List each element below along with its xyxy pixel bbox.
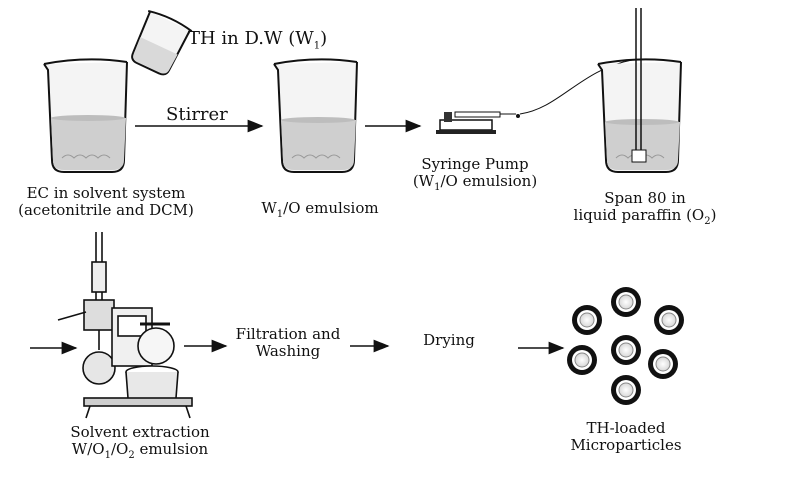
tilted-beaker-icon [131, 9, 193, 76]
microparticle-icon [654, 305, 684, 335]
syringe-pump-label: Syringe Pump (W1/O emulsion) [412, 155, 538, 194]
stirrer-label: Stirrer [166, 104, 228, 125]
microparticle-icon [648, 349, 678, 379]
th-in-dw-label: TH in D.W (W1) [188, 28, 328, 52]
beaker-icon [43, 58, 128, 173]
filtration-label: Filtration and Washing [235, 325, 341, 360]
microparticle-icon [572, 305, 602, 335]
beaker-icon [273, 58, 358, 173]
rotary-evaporator-icon [57, 232, 193, 419]
microparticles-cluster [567, 287, 684, 405]
beaker3-label: Span 80 in liquid paraffin (O2) [573, 189, 717, 228]
microparticle-icon [611, 335, 641, 365]
microparticle-icon [567, 345, 597, 375]
microparticles-label: TH-loaded Microparticles [570, 419, 682, 454]
beaker2-label: W1/O emulsiom [261, 199, 379, 221]
microparticle-icon [611, 287, 641, 317]
beaker1-label: EC in solvent system (acetonitrile and D… [18, 184, 194, 219]
drying-label: Drying [423, 331, 475, 349]
beaker-icon [597, 8, 682, 173]
solvent-extraction-label: Solvent extraction W/O1/O2 emulsion [70, 423, 210, 462]
microparticle-icon [611, 375, 641, 405]
